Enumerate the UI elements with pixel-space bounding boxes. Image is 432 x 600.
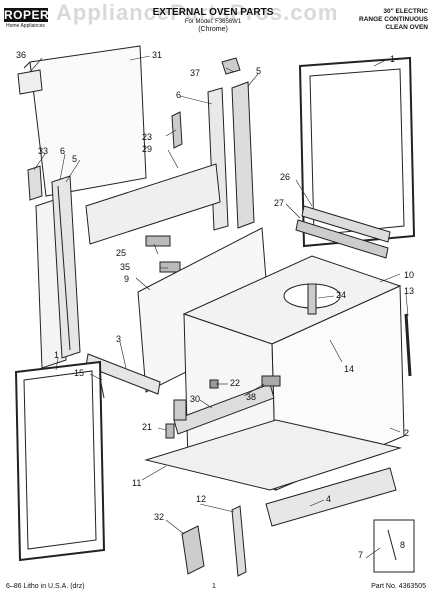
callout-9: 9 [124,274,129,284]
brand-tagline: Home Appliances [6,23,45,29]
callout-26: 26 [280,172,290,182]
left-front-frame [51,175,81,359]
callout-15: 15 [74,368,84,378]
callout-13: 13 [404,286,414,296]
callout-36: 36 [16,50,26,60]
page-title: EXTERNAL OVEN PARTS [152,7,274,18]
callout-5-left: 5 [72,154,77,164]
terminal-block [145,235,171,247]
clip [221,57,241,75]
right-side-rail-5 [231,81,255,229]
model-line: For Model: F3656W1 [184,19,242,25]
detail-inset [373,519,415,573]
product-line-2: RANGE CONTINUOUS [359,16,428,23]
callout-37: 37 [190,68,200,78]
callout-21: 21 [142,422,152,432]
callout-33: 33 [38,146,48,156]
callout-6-left: 6 [60,146,65,156]
rear-panel [29,45,147,197]
callout-10: 10 [404,270,414,280]
part-number: Part No. 4363505 [371,583,426,590]
callout-5-top: 5 [256,66,261,76]
page-title-block: EXTERNAL OVEN PARTS For Model: F3656W1 (… [118,8,308,34]
callout-12: 12 [196,494,206,504]
oven-bottom-panel [144,419,402,491]
callout-29: 29 [142,144,152,154]
callout-25: 25 [116,248,126,258]
right-side-rail-6 [207,87,229,231]
page-number: 1 [212,583,216,590]
hinge-bracket [165,423,175,439]
callout-24: 24 [336,290,346,300]
small-part-38 [261,375,281,387]
callout-4: 4 [326,494,331,504]
vertical-strip [404,313,412,377]
callout-7: 7 [358,550,363,560]
lower-brace [173,383,275,435]
terminal-component [159,261,181,273]
callout-2: 2 [404,428,409,438]
oven-element [307,283,317,315]
screw [99,377,105,399]
cross-brace [85,163,221,245]
trim-27 [295,219,389,259]
callout-35: 35 [120,262,130,272]
trim-strip [85,353,161,395]
callout-27: 27 [274,198,284,208]
front-door-inner [23,370,97,550]
litho-footnote: 6–86 Litho in U.S.A. (drz) [6,583,85,590]
callout-32: 32 [154,512,164,522]
callout-38: 38 [246,392,256,402]
finish-label: (Chrome) [198,26,228,33]
lower-rail [231,505,247,577]
rear-trim [17,69,43,95]
lower-bracket [181,525,205,575]
bottom-trim [265,467,397,527]
callout-1-left: 1 [54,350,59,360]
bracket [171,111,183,149]
callout-14: 14 [344,364,354,374]
callout-30: 30 [190,394,200,404]
callout-3: 3 [116,334,121,344]
brand-logo: ROPER [4,8,50,22]
side-strip [27,165,43,201]
callout-23: 23 [142,132,152,142]
leader-lines [29,55,409,559]
frame-edge [57,185,71,351]
brace-support [173,399,187,421]
product-line-1: 30" ELECTRIC [383,8,428,15]
detail-screw [387,529,397,561]
callout-11: 11 [132,478,141,488]
trim-26 [301,205,391,243]
rear-panel-hinge-edge [23,61,31,69]
callout-8: 8 [400,540,405,550]
callout-1-top: 1 [390,54,395,64]
watermark: AppliancePartsPros.com [56,0,339,25]
window-frame-inner [309,68,405,236]
product-line-3: CLEAN OVEN [385,24,428,31]
callout-31: 31 [152,50,162,60]
product-description: 30" ELECTRIC RANGE CONTINUOUS CLEAN OVEN [318,8,428,32]
callout-6-top: 6 [176,90,181,100]
brand: ROPER Home Appliances [4,8,50,32]
callout-22: 22 [230,378,240,388]
